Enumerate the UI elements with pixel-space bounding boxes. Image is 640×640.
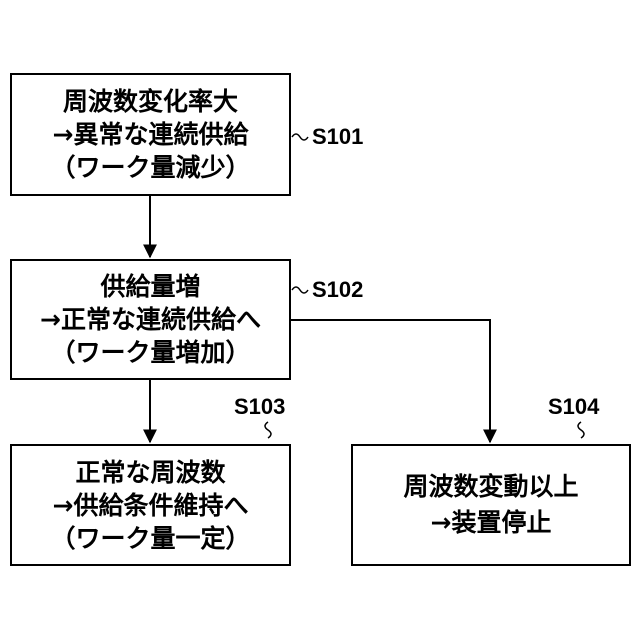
step-label-s102: S102 — [312, 279, 363, 301]
box-s104-line2: →装置停止 — [431, 505, 552, 541]
box-s101: 周波数変化率大 →異常な連続供給 （ワーク量減少） — [10, 73, 291, 196]
box-s103: 正常な周波数 →供給条件維持へ （ワーク量一定） — [10, 444, 291, 566]
box-s101-line2: →異常な連続供給 — [53, 118, 249, 151]
step-label-s104: S104 — [548, 396, 599, 418]
box-s102-line3: （ワーク量増加） — [50, 336, 250, 369]
step-label-s103: S103 — [234, 396, 285, 418]
box-s101-line1: 周波数変化率大 — [63, 85, 238, 118]
leader-s104 — [578, 422, 584, 438]
box-s102-line2: →正常な連続供給へ — [40, 303, 261, 336]
leader-s101 — [292, 134, 308, 140]
box-s104: 周波数変動以上 →装置停止 — [351, 444, 631, 566]
arrow-s102-to-s104 — [291, 320, 490, 442]
box-s104-line1: 周波数変動以上 — [403, 469, 578, 505]
box-s103-line1: 正常な周波数 — [75, 456, 225, 489]
leader-s102 — [292, 287, 308, 293]
box-s102: 供給量増 →正常な連続供給へ （ワーク量増加） — [10, 259, 291, 380]
box-s103-line3: （ワーク量一定） — [50, 522, 250, 555]
box-s103-line2: →供給条件維持へ — [53, 489, 249, 522]
box-s101-line3: （ワーク量減少） — [50, 151, 250, 184]
step-label-s101: S101 — [312, 126, 363, 148]
box-s102-line1: 供給量増 — [100, 270, 200, 303]
leader-s103 — [265, 422, 271, 438]
